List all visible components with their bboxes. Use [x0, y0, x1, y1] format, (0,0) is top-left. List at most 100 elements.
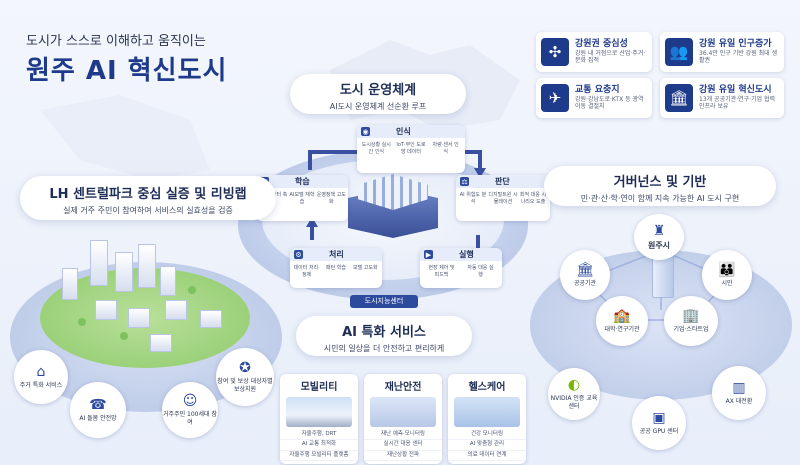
header-subtitle: 도시가 스스로 이해하고 움직이는 [26, 34, 206, 49]
gov-node-ax: ▥AX 대전환 [712, 366, 766, 420]
module-title: 인식 [396, 127, 411, 136]
grid-network-icon: ✣ [541, 38, 569, 66]
governance-desc: 민·관·산·학·연이 함께 지속 가능한 AI 도시 구현 [580, 194, 740, 203]
module-item: 디지털트윈 시뮬레이션 [488, 192, 518, 205]
tree [120, 332, 128, 340]
lh-desc: 실제 거주 주민이 참여하여 서비스의 실효성을 검증 [63, 206, 233, 215]
service-title: 헬스케어 [468, 382, 506, 393]
service-item: 자율주행 모빌리티 플랫폼 [280, 451, 358, 462]
module-item: 차량·센서 인식 [432, 142, 459, 155]
module-title: 학습 [295, 177, 310, 186]
apartment-building [138, 244, 156, 288]
circle-label: 거주주민 100세대 참여 [163, 411, 217, 426]
tree [188, 286, 196, 294]
module-item: 자동 대응 실행 [467, 265, 494, 278]
city-tower-icon: ♜ [652, 222, 666, 239]
module-title: 판단 [495, 177, 510, 186]
lh-title: LH 센트럴파크 중심 실증 및 리빙랩 [49, 187, 247, 202]
services-desc: 시민의 일상을 더 안전하고 편리하게 [323, 344, 445, 353]
eye-icon: ◉ [361, 127, 370, 136]
node-label: NVIDIA 인증 교육센터 [550, 395, 598, 410]
circle-label: AI 돌봄 안전망 [79, 414, 117, 422]
services-title: AI 특화 서비스 [342, 325, 426, 340]
module-item: IoT·무인 도로망 데이터 [396, 142, 426, 155]
module-title: 실행 [459, 250, 474, 259]
module-item: 도시상황 실시간 인식 [361, 142, 391, 155]
feature-desc: 36.4만 인구 기반 강원 최대 생활권 [699, 50, 778, 65]
government-building-icon: 🏛 [665, 84, 693, 112]
module-item: 패턴 학습 [325, 265, 346, 271]
gov-node-nvidia: ◐NVIDIA 인증 교육센터 [548, 368, 600, 420]
judge-icon: ⚖ [460, 177, 469, 186]
service-item: 의료 데이터 연계 [448, 451, 526, 462]
tree [78, 318, 86, 326]
feature-desc: 강원 내 거점으로 산업·주거·문화 집적 [575, 50, 646, 65]
module-item: AI 위험도 분석 [459, 192, 487, 205]
airplane-icon: ✈ [541, 84, 569, 112]
medal-icon: ✪ [239, 360, 251, 377]
drone-monitoring-image [370, 397, 436, 427]
node-label: 기업·스타트업 [673, 325, 709, 333]
module-item: 최적 대응 시나리오 도출 [519, 192, 547, 205]
gear-icon: ⚙ [294, 250, 303, 259]
services-header: AI 특화 서비스 시민의 일상을 더 안전하고 편리하게 [296, 316, 472, 356]
apartment-building [160, 266, 176, 296]
lh-circle-reward: ✪참여 및 보상 대상자별 보상지원 [216, 348, 274, 406]
apartment-building [128, 308, 150, 328]
module-item: 모델 고도화 [353, 265, 378, 271]
gov-node-wonju: ♜원주시 [634, 214, 684, 260]
lh-circle-residents: ☺거주주민 100세대 참여 [162, 382, 218, 438]
feature-title: 강원 유일 인구증가 [699, 38, 772, 49]
feature-title: 강원 유일 혁신도시 [699, 84, 772, 95]
feature-title: 강원권 중심성 [575, 38, 628, 49]
service-title: 재난안전 [384, 382, 422, 393]
node-label: 시민 [721, 279, 733, 287]
module-recognize: ◉ 인식 도시상황 실시간 인식 IoT·무인 도로망 데이터 차량·센서 인식 [357, 125, 465, 173]
apartment-building [90, 240, 108, 286]
gpu-chip-icon: ▣ [652, 409, 666, 426]
apartment-building [62, 268, 78, 300]
center-label: 도시지능센터 [350, 295, 418, 308]
governance-header: 거버넌스 및 기반 민·관·산·학·연이 함께 지속 가능한 AI 도시 구현 [544, 166, 776, 206]
service-item: 자율주행, DRT [280, 430, 358, 441]
module-item: 현장 제어 및 피드백 [428, 265, 455, 278]
skyline-icon: ▥ [732, 379, 746, 396]
apartment-building [200, 310, 222, 328]
phone-care-icon: ☎ [89, 396, 107, 413]
service-card-healthcare: 헬스케어 건강 모니터링 AI 맞춤형 관리 의료 데이터 연계 [448, 374, 526, 464]
gov-node-companies: 🏢기업·스타트업 [664, 296, 718, 346]
node-label: 대학·연구기관 [604, 325, 640, 333]
lh-header: LH 센트럴파크 중심 실증 및 리빙랩 실제 거주 주민이 참여하여 서비스의… [20, 176, 276, 220]
city-intelligence-center-building [348, 168, 438, 238]
bank-icon: 🏛 [576, 261, 594, 278]
module-item: AI모델 재학습 [289, 192, 315, 205]
house-icon: ⌂ [36, 363, 46, 380]
lh-circle-care: ☎AI 돌봄 안전망 [70, 382, 126, 438]
feature-desc: 13개 공공기관·연구·기업 협력 인프라 보유 [699, 96, 775, 111]
module-item: 운영정책 고도화 [316, 192, 346, 205]
node-label: 공공 GPU 센터 [639, 427, 679, 435]
service-item: AI 교통 최적화 [280, 440, 358, 451]
gov-node-citizens: 👪시민 [702, 250, 752, 300]
service-card-mobility: 모빌리티 자율주행, DRT AI 교통 최적화 자율주행 모빌리티 플랫폼 [280, 374, 358, 464]
service-item: 재난상황 전파 [364, 451, 442, 462]
service-title: 모빌리티 [300, 382, 338, 393]
module-execute: ▶ 실행 현장 제어 및 피드백 자동 대응 실행 [420, 248, 502, 288]
circle-label: 주거 특화 서비스 [19, 381, 63, 389]
page-title: 원주 AI 혁신도시 [26, 56, 228, 86]
node-label: 공공기관 [573, 279, 597, 287]
module-item: 데이터 처리·정제 [293, 265, 320, 278]
play-icon: ▶ [424, 250, 433, 259]
feature-title: 교통 요충지 [575, 84, 620, 95]
people-icon: 👥 [665, 38, 693, 66]
gov-node-public: 🏛공공기관 [560, 250, 610, 300]
nvidia-logo-icon: ◐ [567, 377, 581, 394]
gov-node-university: 🏫대학·연구기관 [596, 296, 648, 346]
group-icon: ☺ [182, 393, 198, 410]
office-icon: 🏢 [682, 307, 700, 324]
circle-label: 참여 및 보상 대상자별 보상지원 [217, 378, 273, 393]
service-item: 재난 예측·모니터링 [364, 430, 442, 441]
governance-title: 거버넌스 및 기반 [613, 175, 707, 190]
